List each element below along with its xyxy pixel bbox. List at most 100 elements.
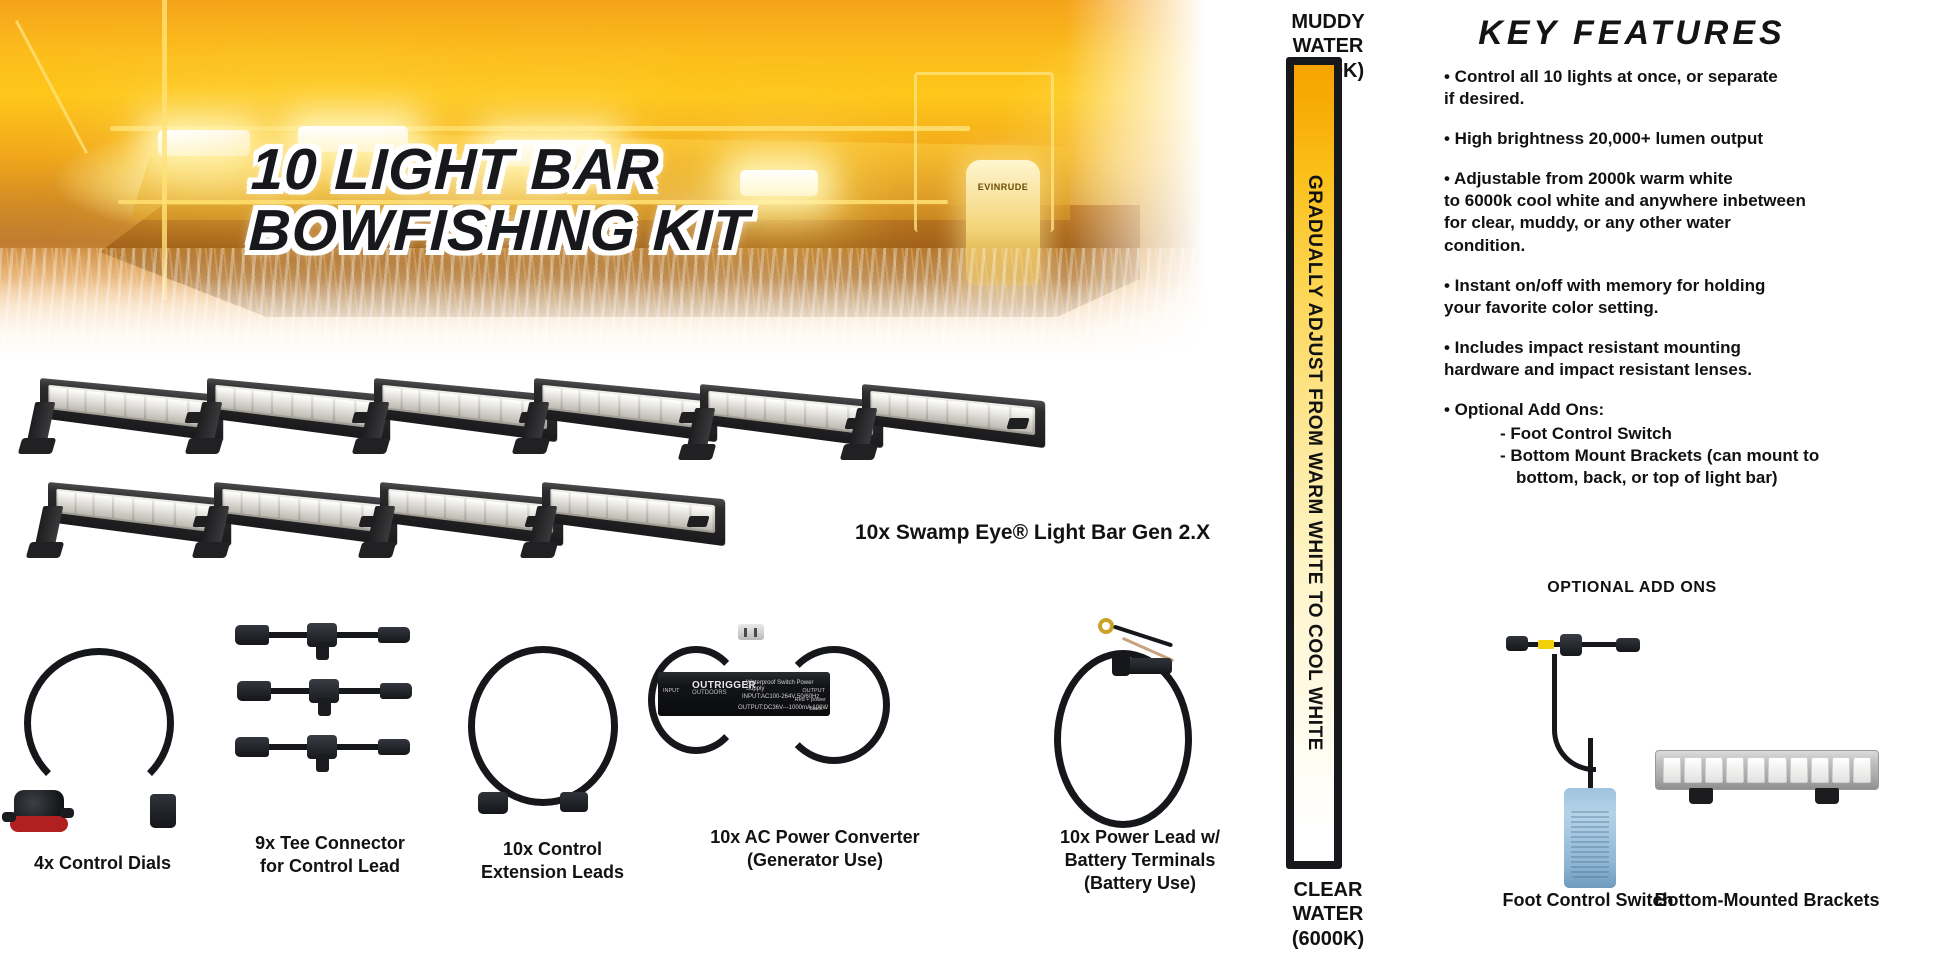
mount-foot	[519, 542, 559, 558]
bracket-led	[1852, 757, 1871, 783]
light-bar-caption: 10x Swamp Eye® Light Bar Gen 2.X	[855, 521, 1211, 544]
key-feature-item: • Includes impact resistant mounting har…	[1444, 337, 1753, 379]
accessory-caption: 4x Control Dials	[0, 852, 205, 875]
mount-foot	[25, 542, 65, 558]
mount-foot	[357, 542, 397, 558]
color-temperature-slider: MUDDY WATER (2000K) GRADUALLY ADJUST FRO…	[1258, 0, 1398, 973]
key-feature-item: • Adjustable from 2000k warm white to 60…	[1444, 169, 1806, 255]
key-feature-item: • Instant on/off with memory for holding…	[1444, 275, 1766, 317]
dial-ear-right	[60, 808, 74, 818]
light-bar-item	[184, 376, 391, 454]
mount-foot	[839, 444, 879, 460]
mount-foot	[17, 438, 57, 454]
foot-switch-yellow-tag	[1538, 640, 1554, 649]
tee-plug-left	[237, 681, 271, 701]
tee-connector-unit	[237, 676, 412, 716]
mount-foot	[1006, 418, 1030, 429]
converter-terminal-neg: Black -	[809, 706, 826, 712]
light-bar-glow	[298, 126, 408, 152]
converter-output-label: OUTPUT	[802, 688, 825, 694]
boat-rail	[110, 126, 970, 131]
label-line: MUDDY WATER	[1291, 11, 1365, 58]
caption-line: 10x Power Lead w/	[1059, 827, 1221, 847]
pedal-tread	[1571, 810, 1609, 878]
foot-pedal	[1564, 788, 1616, 888]
extension-cable-loop	[468, 646, 618, 806]
battery-lead-wire	[1112, 624, 1174, 648]
foot-switch-plug-right	[1616, 638, 1640, 652]
converter-model-text: Waterproof Switch Power Supply	[746, 680, 814, 692]
tee-stem	[316, 754, 329, 772]
converter-spec-input: INPUT:AC100-264V 50/60Hz	[742, 694, 820, 700]
key-features-list: • Control all 10 lights at once, or sepa…	[1444, 66, 1914, 489]
accessory-caption: 10x Control Extension Leads	[450, 838, 655, 884]
slider-gradient-bar: GRADUALLY ADJUST FROM WARM WHITE TO COOL…	[1286, 57, 1342, 869]
bottom-mount-bracket	[1689, 788, 1713, 804]
converter-terminal-pos: Red + power	[794, 697, 826, 703]
hero-banner: EVINRUDE 10 LIGHT BAR BOWFISHING KIT	[0, 0, 1236, 368]
dial-connector-plug	[150, 794, 176, 828]
mast-pole	[162, 0, 167, 300]
tee-plug-right	[378, 627, 410, 643]
converter-input-cable	[648, 646, 744, 754]
mount-foot	[351, 438, 391, 454]
tee-stem	[318, 698, 331, 716]
battery-ring-terminal	[1098, 618, 1114, 634]
accessory-control-dials: 4x Control Dials	[0, 630, 205, 873]
light-bar-glow	[494, 140, 606, 166]
accessory-caption: 9x Tee Connector for Control Lead	[225, 832, 435, 878]
light-bar-item	[511, 376, 718, 454]
light-bar-item	[191, 480, 398, 558]
optional-addon-brackets: - Bottom Mount Brackets (can mount to	[1500, 446, 1820, 466]
converter-brand-sub: OUTDOORS	[692, 690, 727, 696]
light-bar-glow	[740, 170, 818, 196]
caption-line: 10x Control	[502, 839, 603, 859]
tee-stem	[316, 642, 329, 660]
light-bar-item	[17, 376, 224, 454]
optional-addons-header: OPTIONAL ADD ONS	[1547, 579, 1717, 596]
bracket-led	[1747, 757, 1766, 783]
label-line: (6000K)	[1291, 927, 1365, 950]
light-bar-glow	[158, 130, 250, 156]
bracket-led	[1705, 757, 1724, 783]
title-line-1: 10 LIGHT BAR	[249, 137, 661, 202]
accessory-power-lead-battery: 10x Power Lead w/ Battery Terminals (Bat…	[1040, 618, 1240, 893]
bottom-mount-bracket	[1815, 788, 1839, 804]
light-bar-item	[839, 382, 1046, 460]
bracket-led	[1768, 757, 1787, 783]
tee-plug-right	[378, 739, 410, 755]
foot-switch-caption: Foot Control Switch	[1502, 890, 1674, 910]
boat-rail	[118, 200, 948, 204]
caption-line: (Generator Use)	[746, 850, 884, 871]
tee-plug-left	[235, 737, 269, 757]
extension-plug-right	[560, 792, 588, 812]
dial-ear-left	[2, 812, 16, 822]
mount-foot	[184, 438, 224, 454]
battery-lead-boot	[1112, 652, 1130, 676]
light-bar-item	[25, 480, 232, 558]
hero-bottom-fade	[0, 278, 1236, 368]
dial-cable	[24, 648, 174, 798]
foot-switch-plug-left	[1506, 636, 1528, 651]
optional-addon-brackets-cont: bottom, back, or top of light bar)	[1516, 468, 1778, 488]
mount-foot	[511, 438, 551, 454]
key-feature-optional: • Optional Add Ons:	[1444, 400, 1605, 420]
slider-vertical-text: GRADUALLY ADJUST FROM WARM WHITE TO COOL…	[1304, 174, 1325, 752]
caption-line: Extension Leads	[480, 862, 625, 883]
title-line-2: BOWFISHING KIT	[247, 198, 751, 264]
motor-tower	[914, 72, 1054, 232]
foot-switch-cable-2	[1588, 738, 1593, 798]
foot-switch-tee-hub	[1560, 634, 1582, 656]
addon-bottom-mounted-brackets: Bottom-Mounted Brackets	[1654, 700, 1895, 910]
addon-foot-control-switch: Foot Control Switch	[1498, 628, 1678, 910]
caption-line: for Control Lead	[260, 856, 400, 877]
caption-line: 9x Tee Connector	[255, 833, 405, 853]
slider-bottom-label: CLEAR WATER (6000K)	[1258, 878, 1398, 951]
converter-input-label: INPUT	[663, 688, 680, 694]
accessory-extension-lead: 10x Control Extension Leads	[450, 640, 655, 882]
light-bar-housing	[542, 482, 726, 547]
caption-line: 4x Control Dials	[33, 853, 172, 873]
accessory-tee-connector: 9x Tee Connector for Control Lead	[225, 620, 435, 876]
mount-foot	[191, 542, 231, 558]
